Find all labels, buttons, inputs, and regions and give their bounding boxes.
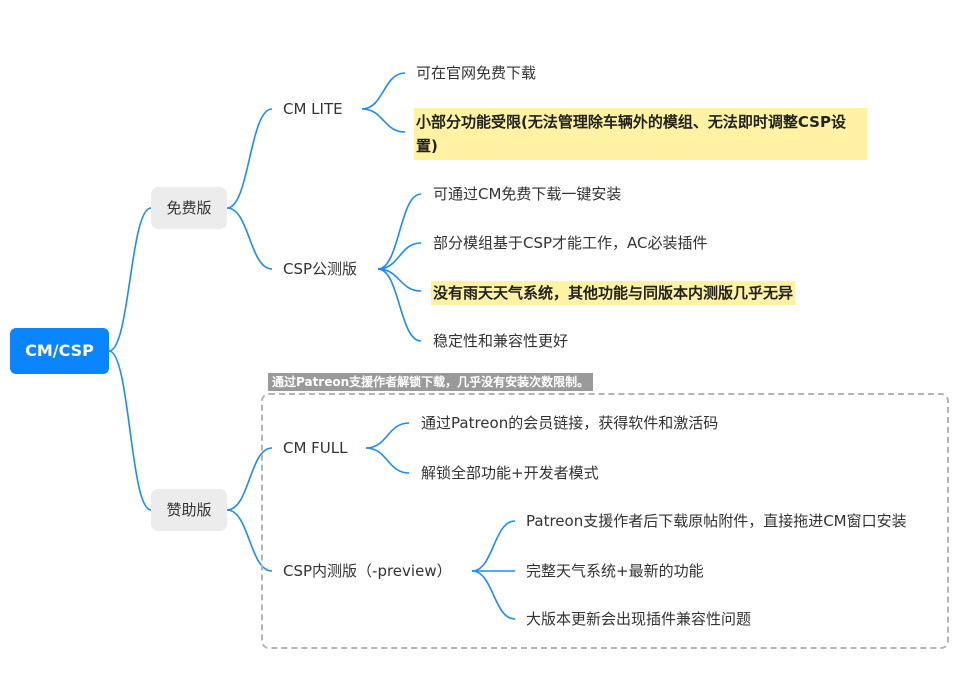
csp-public-item-stable[interactable]: 稳定性和兼容性更好 <box>433 332 569 350</box>
link-csp-public-item-0 <box>377 193 422 270</box>
link-csp-public-item-2 <box>377 268 422 292</box>
link-csp-public-item-1 <box>377 242 422 270</box>
link-lite-item-1 <box>361 108 406 133</box>
full-item-unlock[interactable]: 解锁全部功能+开发者模式 <box>421 464 599 482</box>
link-free-csp-public <box>226 207 273 270</box>
link-free-lite <box>226 108 273 209</box>
cm-full-node[interactable]: CM FULL <box>283 439 348 457</box>
cm-lite-node[interactable]: CM LITE <box>283 100 343 118</box>
preview-item-download[interactable]: Patreon支援作者后下载原帖附件，直接拖进CM窗口安装 <box>526 512 907 530</box>
root-node[interactable]: CM/CSP <box>10 328 109 374</box>
csp-public-item-required[interactable]: 部分模组基于CSP才能工作，AC必装插件 <box>433 234 708 252</box>
link-csp-public-item-3 <box>377 268 422 342</box>
csp-public-item-install[interactable]: 可通过CM免费下载一键安装 <box>433 185 622 203</box>
sponsor-version-node[interactable]: 赞助版 <box>151 489 227 531</box>
csp-public-item-no-rain[interactable]: 没有雨天天气系统，其他功能与同版本内测版几乎无异 <box>431 281 796 305</box>
free-version-node[interactable]: 免费版 <box>151 187 227 229</box>
lite-item-limited[interactable]: 小部分功能受限(无法管理除车辆外的模组、无法即时调整CSP设置) <box>414 108 867 160</box>
lite-item-download[interactable]: 可在官网免费下载 <box>416 64 537 82</box>
full-item-patreon[interactable]: 通过Patreon的会员链接，获得软件和激活码 <box>421 414 719 432</box>
link-root-sponsor <box>108 350 152 511</box>
preview-item-compat[interactable]: 大版本更新会出现插件兼容性问题 <box>526 610 752 628</box>
sponsor-boundary <box>261 393 949 649</box>
preview-item-weather[interactable]: 完整天气系统+最新的功能 <box>526 562 704 580</box>
link-root-free <box>108 207 152 352</box>
link-lite-item-0 <box>361 72 406 110</box>
csp-public-node[interactable]: CSP公测版 <box>283 260 358 278</box>
sponsor-boundary-label: 通过Patreon支援作者解锁下载，几乎没有安装次数限制。 <box>268 373 594 391</box>
csp-preview-node[interactable]: CSP内测版（-preview） <box>283 562 452 580</box>
